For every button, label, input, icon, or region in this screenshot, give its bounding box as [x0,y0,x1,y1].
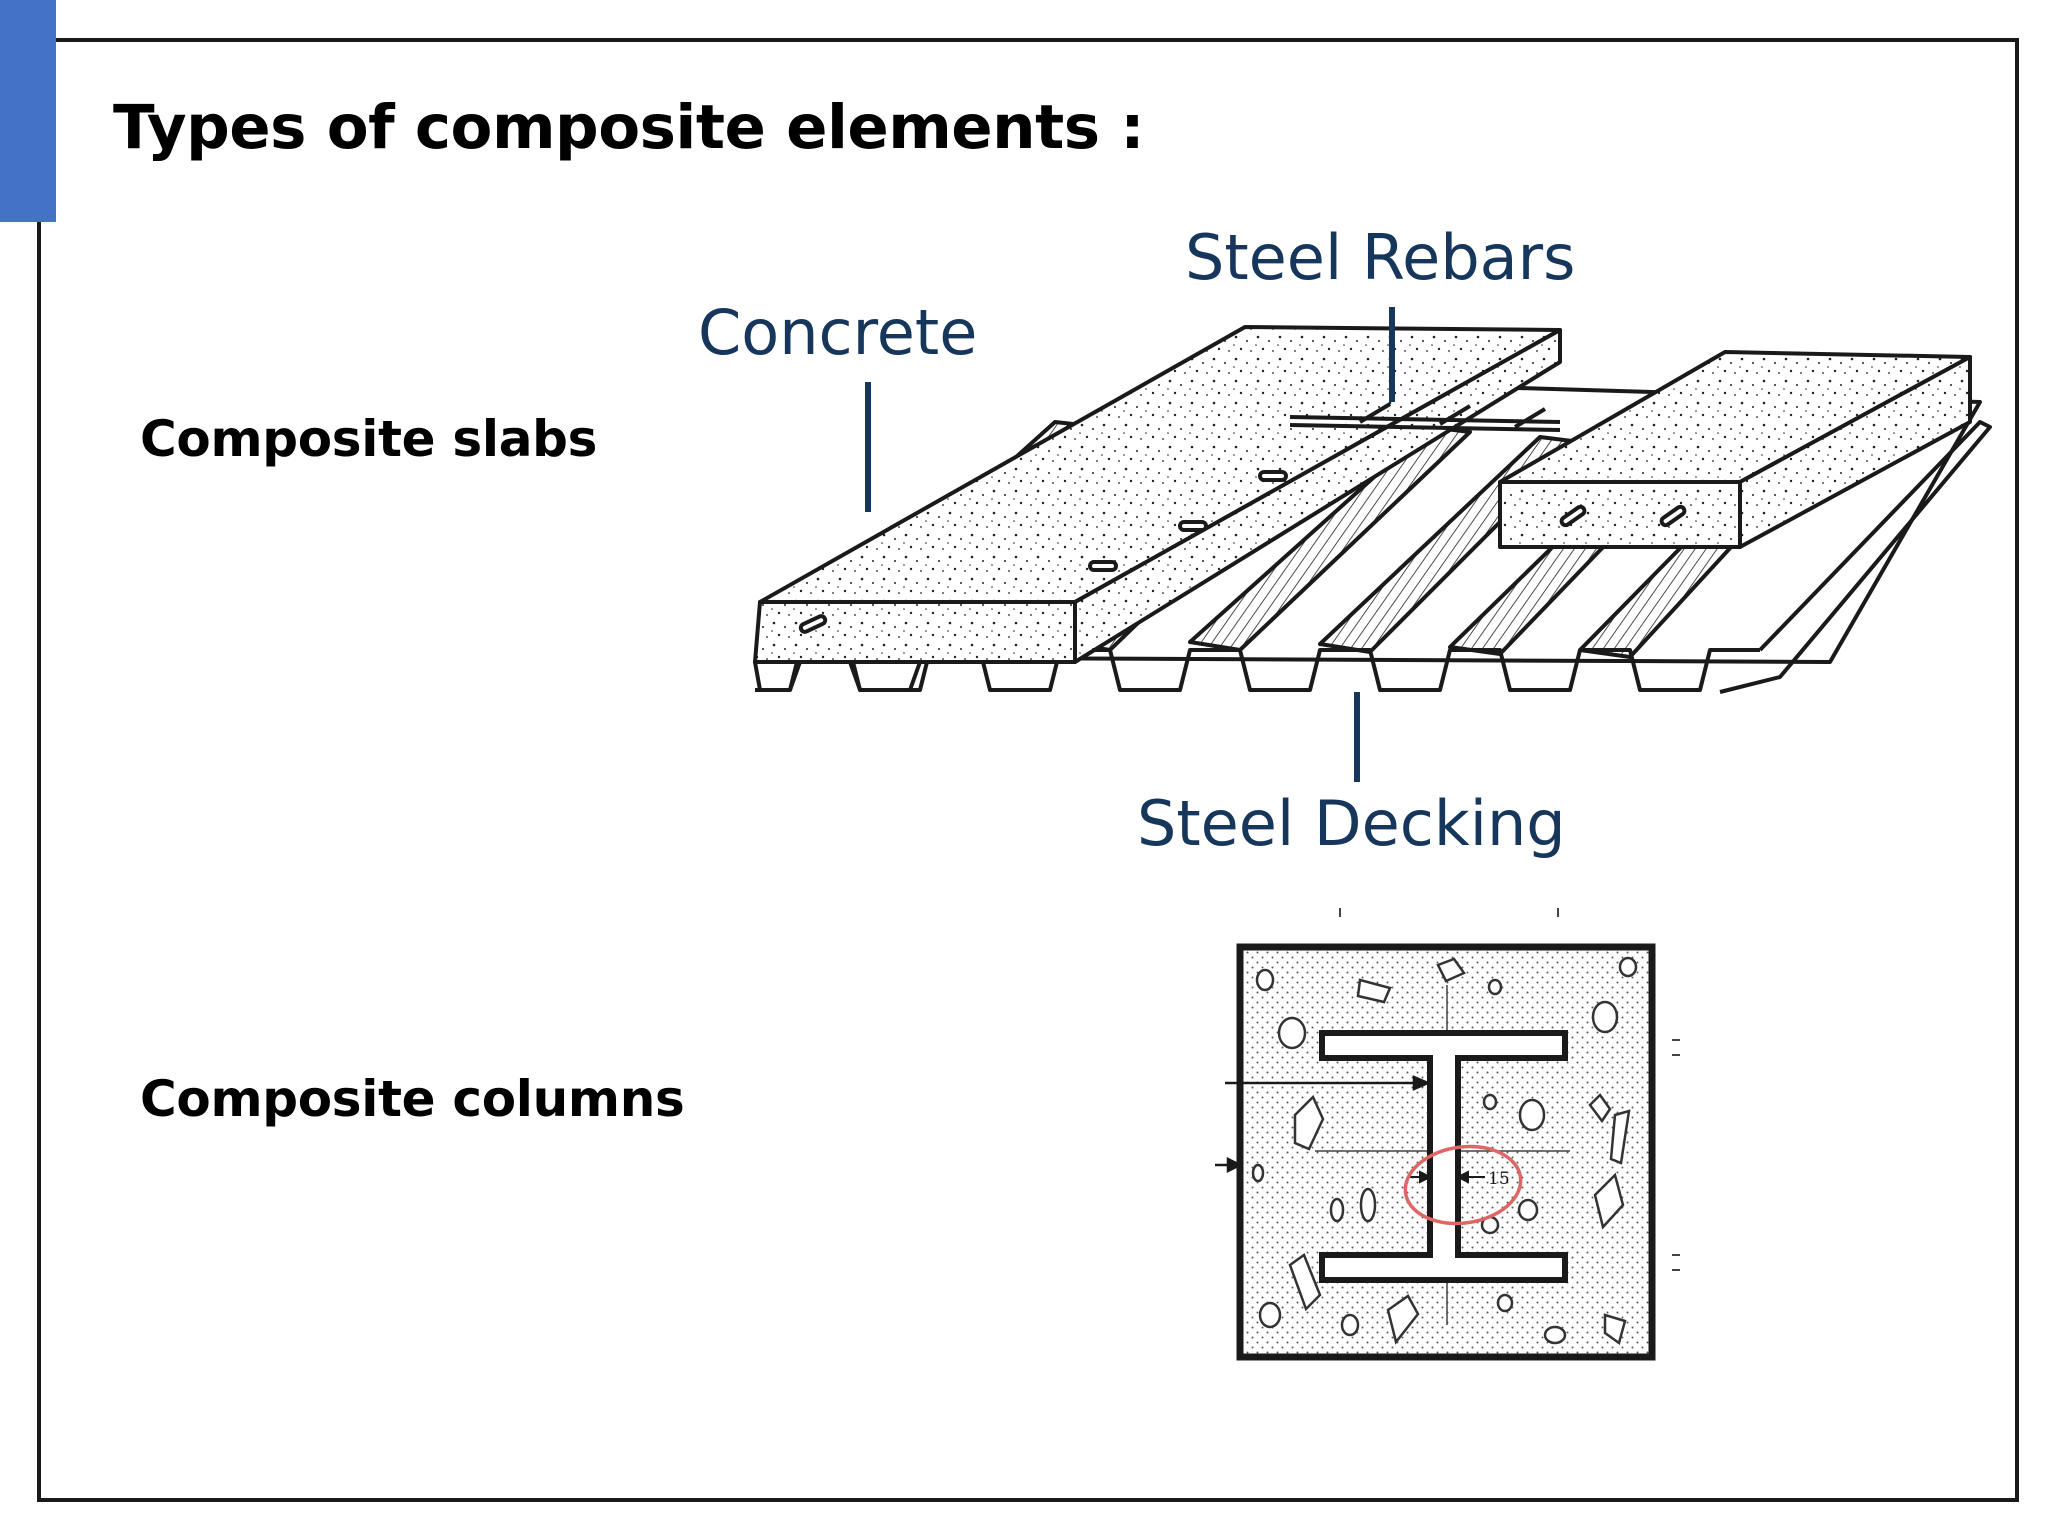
concrete-slab-right [1498,350,1972,549]
steel-rebars-callout: Steel Rebars [1185,222,1575,294]
composite-columns-label: Composite columns [140,1070,685,1128]
composite-slabs-label: Composite slabs [140,410,598,468]
steel-rebars [1289,402,1561,432]
load-arrows [1215,1075,1432,1174]
concrete-callout: Concrete [698,296,977,369]
composite-column-diagram: 15 [1210,905,1710,1385]
slide-title: Types of composite elements : [113,92,1145,163]
accent-bar [0,0,56,222]
steel-decking-callout: Steel Decking [1137,787,1566,860]
steel-i-section [1319,1030,1568,1283]
composite-slab-diagram: Concrete Steel Rebars Steel Decking [660,221,2000,902]
slide-frame [37,38,2019,1502]
web-thickness-label: 15 [1488,1169,1510,1189]
dimension-ticks [1339,908,1680,1271]
web-thickness-dimension [1410,1170,1485,1184]
aggregate-stones [1251,956,1638,1346]
highlight-ellipse [1403,1144,1523,1226]
concrete-slab-left [753,325,1562,692]
